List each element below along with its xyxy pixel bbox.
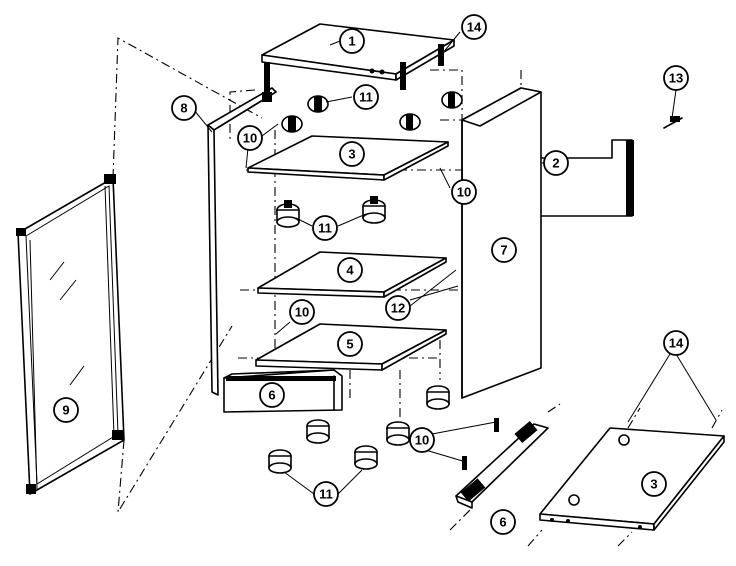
svg-text:1: 1 (348, 34, 355, 49)
callout-5: 5 (337, 331, 363, 357)
foot-g (354, 445, 378, 470)
svg-text:14: 14 (467, 20, 482, 35)
foot-a (276, 200, 300, 228)
back-panel-bracket (540, 139, 634, 217)
hinge-top-right (441, 91, 463, 109)
loose-drawer (449, 403, 561, 531)
svg-text:8: 8 (180, 101, 187, 116)
svg-text:5: 5 (346, 337, 353, 352)
svg-text:11: 11 (359, 90, 373, 105)
callout-2: 2 (543, 150, 569, 176)
svg-text:10: 10 (243, 131, 257, 146)
callout-11-top: 11 (353, 84, 379, 110)
foot-c (426, 385, 450, 410)
glass-door (16, 174, 125, 495)
svg-text:13: 13 (669, 71, 683, 86)
svg-text:11: 11 (319, 487, 333, 502)
callout-11-mid: 11 (312, 215, 338, 241)
callout-6-cabinet: 6 (259, 382, 285, 408)
svg-text:14: 14 (669, 336, 684, 351)
callout-9: 9 (53, 397, 79, 423)
callout-7: 7 (491, 237, 517, 263)
svg-text:4: 4 (346, 263, 354, 278)
callout-10-left: 10 (237, 125, 263, 151)
svg-text:7: 7 (500, 243, 507, 258)
leader-lines (193, 31, 717, 495)
svg-text:2: 2 (552, 156, 559, 171)
foot-e (386, 421, 410, 446)
hinge-top-left (307, 95, 329, 113)
svg-text:10: 10 (457, 185, 471, 200)
svg-text:12: 12 (391, 301, 405, 316)
callout-14-top: 14 (461, 14, 487, 40)
callout-4: 4 (337, 257, 363, 283)
callout-1: 1 (339, 28, 365, 54)
svg-text:10: 10 (295, 305, 309, 320)
svg-text:6: 6 (268, 388, 275, 403)
left-side-panel (207, 87, 277, 396)
small-pins (438, 44, 683, 470)
callout-10-right: 10 (451, 179, 477, 205)
callout-14-bottom: 14 (663, 330, 689, 356)
callout-11-bottom: 11 (313, 481, 339, 507)
hinge-parts (268, 91, 463, 474)
callout-10-mid: 10 (289, 299, 315, 325)
callout-13: 13 (663, 65, 689, 91)
hinge-top-right-2 (399, 113, 421, 131)
hinge-top-left-2 (281, 115, 303, 133)
foot-f (268, 449, 292, 474)
callout-3: 3 (339, 141, 365, 167)
svg-text:3: 3 (650, 477, 657, 492)
svg-text:9: 9 (62, 403, 69, 418)
svg-text:3: 3 (348, 147, 355, 162)
foot-b (362, 196, 386, 224)
callout-6-loose: 6 (490, 509, 516, 535)
callout-10-bottom: 10 (409, 427, 435, 453)
callout-12: 12 (385, 295, 411, 321)
loose-shelf (527, 407, 725, 547)
svg-text:6: 6 (499, 515, 506, 530)
svg-text:10: 10 (415, 433, 429, 448)
callout-8: 8 (171, 95, 197, 121)
foot-d (306, 419, 330, 444)
svg-text:11: 11 (318, 221, 332, 236)
callout-3-loose: 3 (641, 471, 667, 497)
